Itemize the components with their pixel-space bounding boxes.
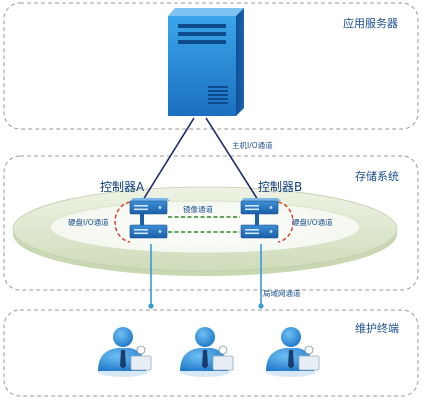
controller-a-label: 控制器A: [100, 180, 145, 194]
host-io-label: 主机I/O通道: [232, 140, 273, 150]
lan-label: 局域网通道: [263, 288, 301, 298]
controller-b-label: 控制器B: [258, 180, 302, 194]
disk-io-right-label: 硬盘I/O通道: [292, 217, 333, 227]
host-link-b: [205, 117, 259, 201]
terminal-icon-2: [180, 327, 234, 377]
terminal-icon-3: [266, 327, 320, 377]
lan-node-a: [148, 303, 154, 309]
maintenance-zone-title: 维护终端: [355, 321, 399, 335]
storage-ring: [12, 186, 398, 276]
server-icon: [168, 8, 244, 116]
mirror-label: 镜像通道: [183, 204, 213, 214]
disk-io-left-label: 硬盘I/O通道: [68, 217, 109, 227]
controller-a-icon: [129, 198, 170, 239]
terminal-icon-1: [98, 327, 152, 377]
controller-b-icon: [240, 198, 281, 239]
host-link-a: [142, 117, 195, 201]
storage-zone-title: 存储系统: [355, 169, 399, 183]
disk-io-arc-left: [114, 201, 131, 243]
app-server-zone-title: 应用服务器: [343, 16, 398, 30]
disk-io-arc-right: [277, 201, 294, 243]
lan-node-b: [258, 303, 264, 309]
